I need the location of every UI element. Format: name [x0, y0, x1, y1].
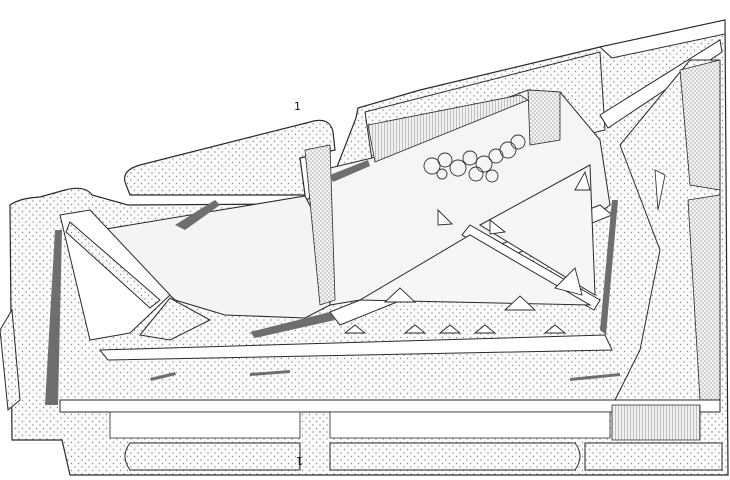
hatched-ramp	[367, 94, 529, 163]
right-triangle-court	[478, 164, 596, 296]
left-building-shadow	[175, 200, 220, 230]
left-building	[98, 195, 331, 319]
right-building-shadow	[600, 200, 618, 335]
left-edge-strip	[0, 308, 21, 411]
right-building-hatch	[679, 59, 721, 191]
lower-triangle-court	[358, 234, 592, 306]
section-marker-top-label: 1	[294, 100, 301, 113]
section-marker-bottom: 1	[296, 454, 303, 467]
hatched-band-upper	[527, 89, 561, 146]
left-wall-shadow	[45, 230, 62, 405]
triangle-markers	[343, 170, 591, 334]
section-marker-bottom-label: 1	[296, 454, 303, 467]
tree-cluster	[423, 134, 526, 183]
left-building-shadow-2	[250, 312, 335, 338]
section-marker-top: 1	[294, 101, 301, 112]
right-wedge	[654, 169, 666, 211]
bottom-band	[59, 399, 723, 471]
shadow-slits	[150, 160, 620, 381]
upper-right-strip	[598, 19, 726, 59]
upper-left-strip	[123, 119, 336, 196]
hatched-strip-center	[304, 144, 336, 306]
